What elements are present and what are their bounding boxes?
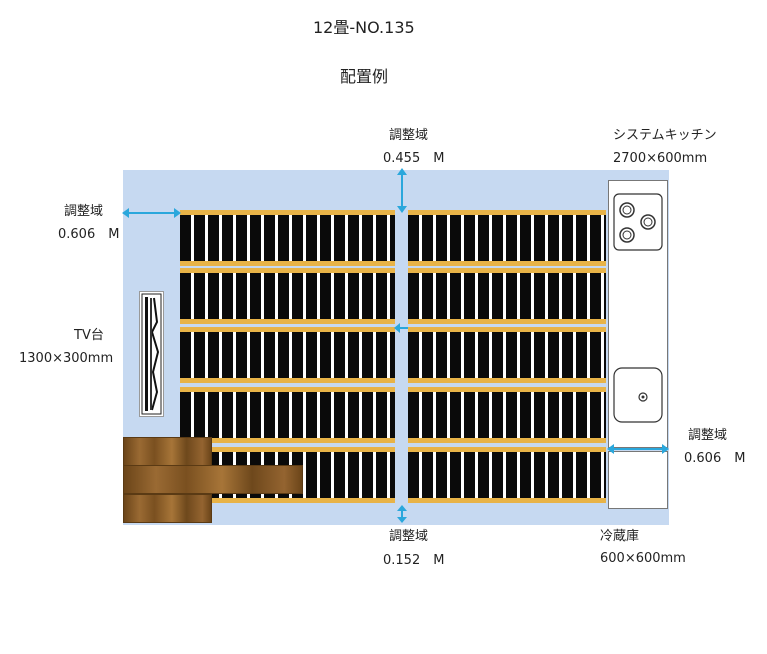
bottom-margin-value: 0.152 M [383, 553, 445, 568]
center-gap-arrow [396, 327, 408, 329]
refrigerator [608, 451, 668, 509]
page-title: 12畳-NO.135 [313, 18, 415, 37]
top-margin-arrow-head-up [397, 168, 407, 175]
heater-strip-right-3 [408, 327, 606, 383]
heater-strip-left-4 [180, 387, 395, 443]
top-margin-arrow [401, 172, 403, 210]
heater-strip-right-5 [408, 447, 606, 503]
top-margin-label: 調整域 [389, 128, 429, 143]
wood-board-3 [123, 494, 212, 523]
heater-strip-left-3 [180, 327, 395, 383]
fridge-size: 600×600mm [600, 551, 686, 566]
tv-stand [139, 291, 164, 417]
heater-strip-right-2 [408, 268, 606, 324]
right-margin-label: 調整域 [688, 428, 728, 443]
tv-icon [141, 293, 162, 415]
fridge-name: 冷蔵庫 [600, 529, 640, 544]
heater-strip-left-1 [180, 210, 395, 266]
right-margin-arrow-head-right [662, 444, 669, 454]
system-kitchen [608, 180, 668, 448]
wood-board-2 [123, 465, 303, 494]
heater-strip-right-4 [408, 387, 606, 443]
wood-board-1 [123, 437, 212, 466]
right-margin-arrow-head-left [607, 444, 614, 454]
left-margin-arrow-head-left [122, 208, 129, 218]
tv-size: 1300×300mm [19, 351, 114, 366]
heater-strip-right-1 [408, 210, 606, 266]
bottom-margin-label: 調整域 [389, 529, 429, 544]
stove-burner-icon [613, 193, 663, 251]
page-subtitle: 配置例 [340, 67, 389, 86]
right-margin-arrow [612, 448, 664, 450]
top-margin-value: 0.455 M [383, 151, 445, 166]
center-gap-arrow-head [394, 323, 400, 333]
bottom-margin-arrow-head-up [397, 505, 407, 511]
heater-strip-left-2 [180, 268, 395, 324]
bottom-margin-arrow-head-down [397, 517, 407, 523]
tv-name: TV台 [74, 328, 104, 343]
left-margin-label: 調整域 [64, 204, 104, 219]
top-margin-arrow-head-down [397, 206, 407, 213]
kitchen-name: システムキッチン [613, 128, 717, 143]
kitchen-size: 2700×600mm [613, 151, 708, 166]
bottom-margin-arrow [401, 509, 403, 521]
left-margin-arrow-head-right [174, 208, 181, 218]
left-margin-value: 0.606 M [58, 227, 120, 242]
right-margin-value: 0.606 M [684, 451, 746, 466]
left-margin-arrow [127, 212, 177, 214]
sink-icon [613, 367, 663, 423]
